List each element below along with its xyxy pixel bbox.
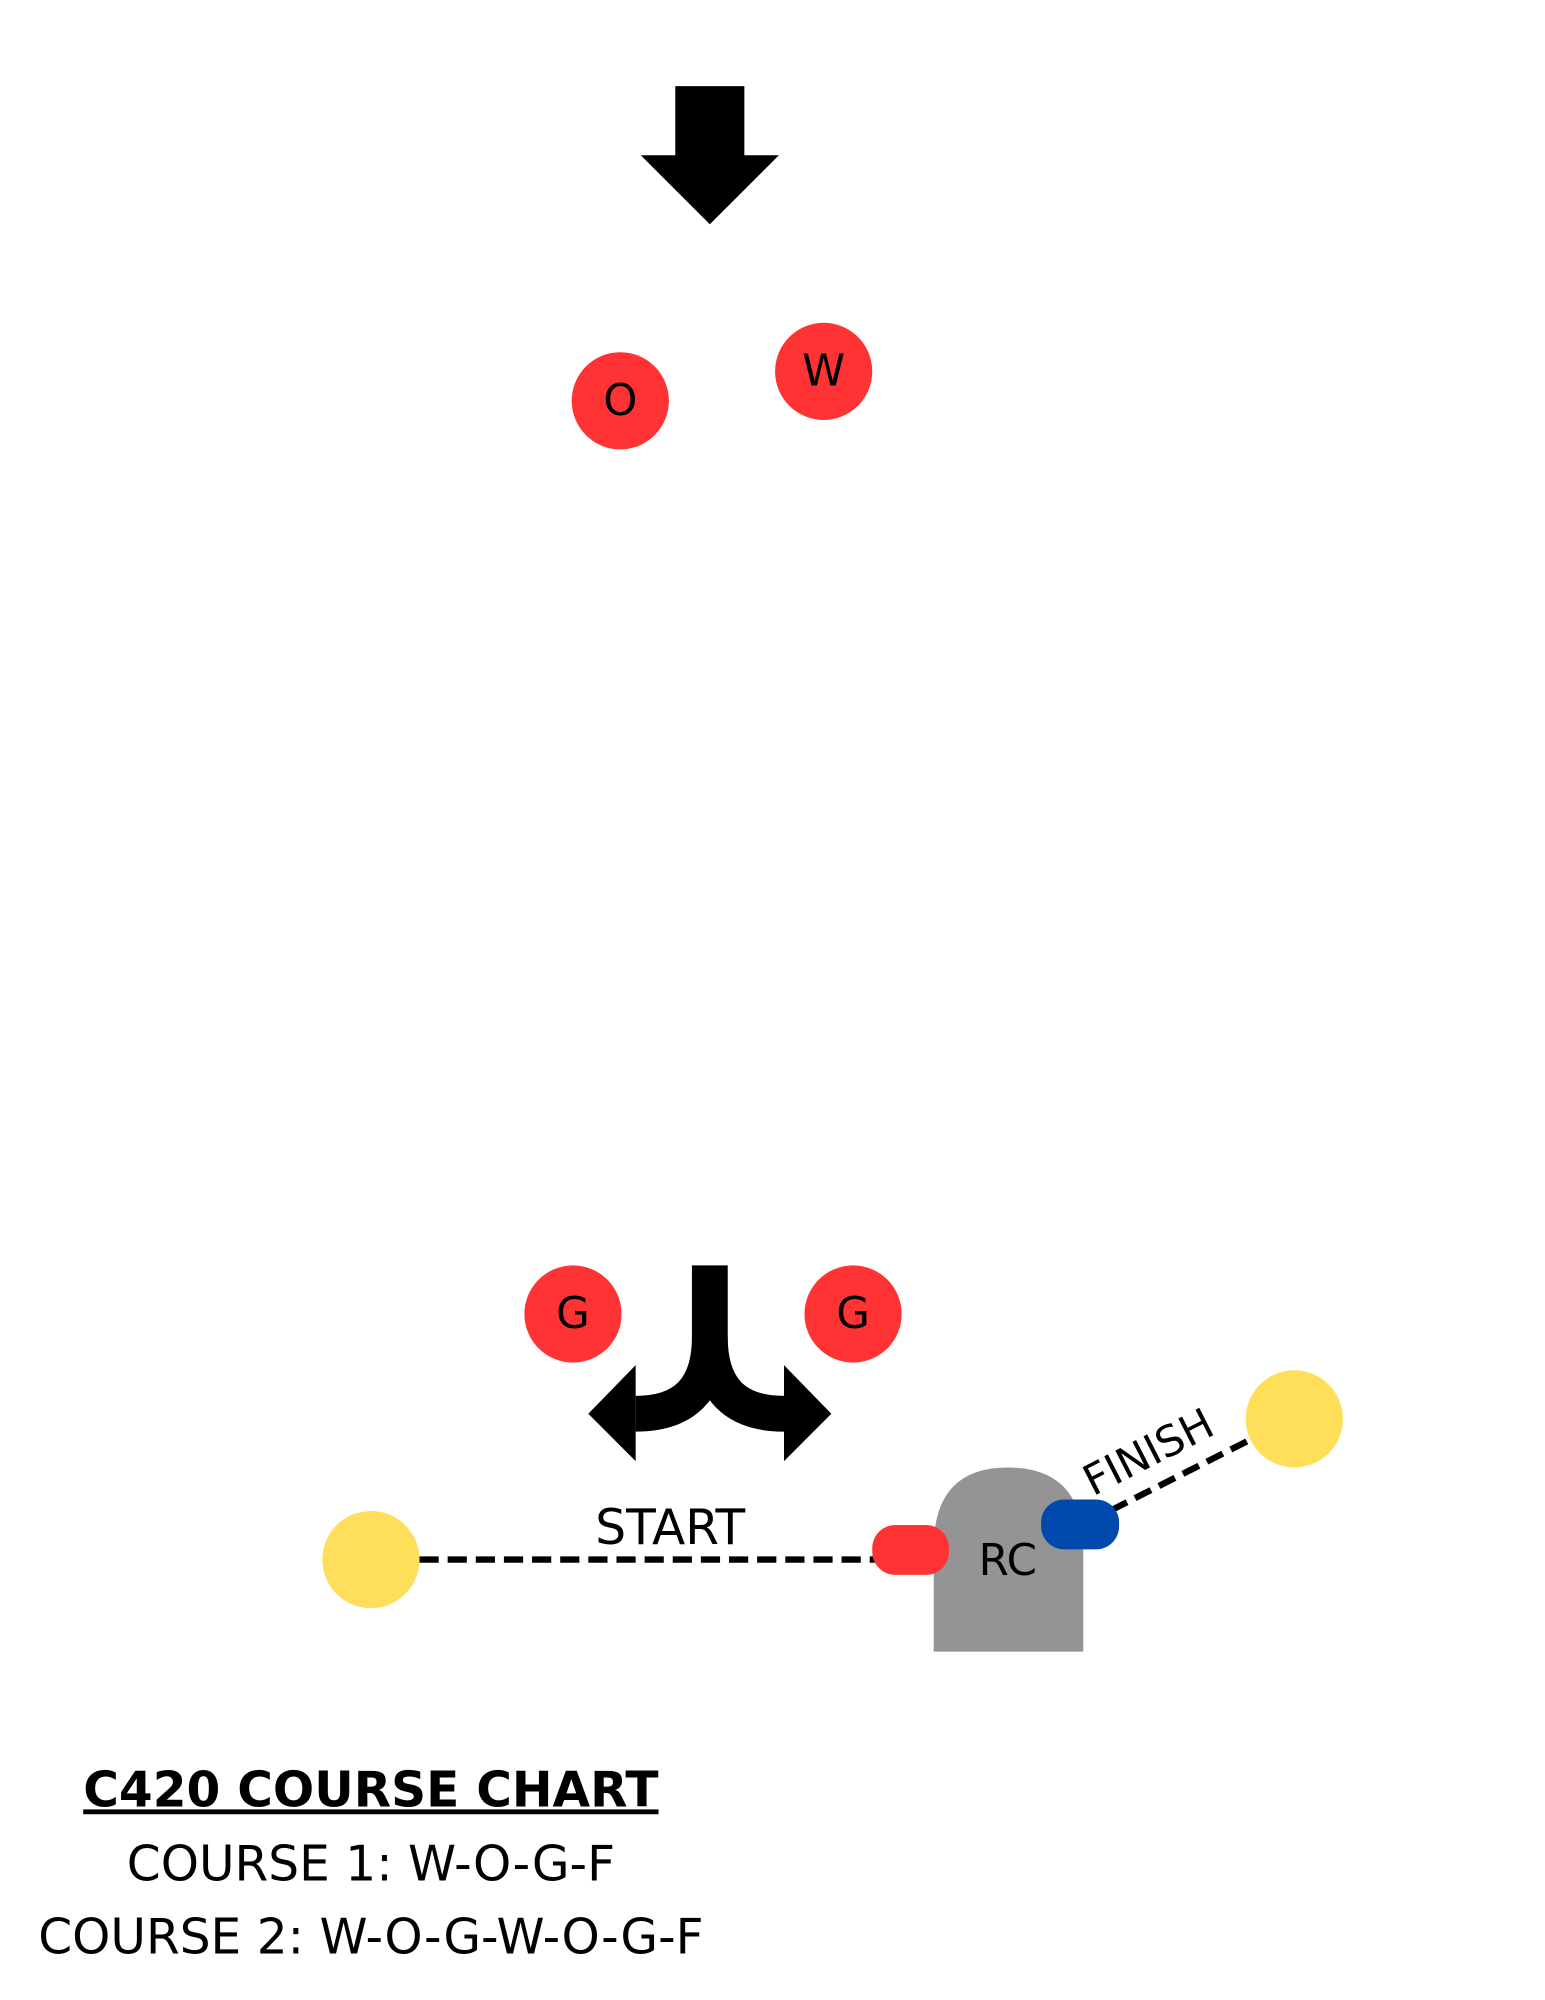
gate-mark-right: G xyxy=(804,1265,902,1363)
finish-line xyxy=(1085,1433,1258,1526)
legend-title: C420 COURSE CHART xyxy=(83,1762,658,1818)
finish-flag xyxy=(1041,1499,1120,1550)
start-flag xyxy=(872,1525,949,1575)
legend-course-1: COURSE 1: W-O-G-F xyxy=(127,1837,615,1893)
windward-mark: W xyxy=(775,322,873,420)
start-label: START xyxy=(595,1500,745,1556)
gate-mark-right-label: G xyxy=(836,1289,870,1339)
offset-mark: O xyxy=(571,352,669,450)
gate-mark-left: G xyxy=(524,1265,622,1363)
finish-pin-mark xyxy=(1245,1370,1343,1468)
wind-direction-arrow-icon xyxy=(640,86,779,225)
offset-mark-label: O xyxy=(603,376,637,426)
start-pin-mark xyxy=(322,1510,420,1609)
rc-boat-label: RC xyxy=(979,1536,1037,1586)
legend-course-2: COURSE 2: W-O-G-W-O-G-F xyxy=(38,1909,703,1965)
gate-mark-left-label: G xyxy=(556,1289,590,1339)
gate-split-arrow-icon xyxy=(588,1265,832,1462)
windward-mark-label: W xyxy=(802,346,845,396)
